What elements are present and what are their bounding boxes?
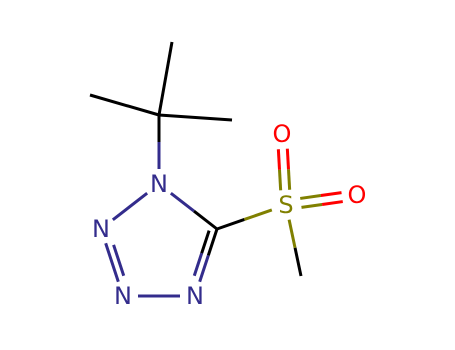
bond-s1-c_sme-a xyxy=(287,219,297,249)
bond-c5-n1-b xyxy=(169,192,195,213)
bond-c_tbu-c_me3 xyxy=(158,113,233,122)
bond-n4-c5-outer-a xyxy=(198,254,210,283)
bond-s1-o1-1-b xyxy=(285,148,290,170)
bond-s1-c_sme-b xyxy=(293,247,303,277)
bonds-layer xyxy=(89,41,343,298)
bond-s1-o1-1-a xyxy=(286,169,292,190)
bond-s1-o2-2-b xyxy=(320,191,342,198)
bond-n1-n2 xyxy=(111,192,149,221)
bond-c5-s1-a xyxy=(216,218,245,231)
bond-s1-o2-2-a xyxy=(300,194,322,200)
bond-s1-o1-2-a xyxy=(278,169,283,191)
bond-c5-s1-b xyxy=(243,208,273,221)
atom-label-o1: O xyxy=(273,120,292,148)
bond-c5-n1-a xyxy=(193,209,218,231)
bond-c_tbu-c_me1 xyxy=(89,93,160,117)
bond-n2-n3-outer xyxy=(104,242,120,283)
bond-n2-n3-inner xyxy=(112,244,126,277)
atom-label-n1: N xyxy=(150,170,168,198)
bond-s1-o1-2-b xyxy=(276,149,282,170)
bond-c_tbu-c_me2 xyxy=(157,41,174,116)
atom-label-n4: N xyxy=(186,282,204,310)
atom-label-o2: O xyxy=(348,181,367,209)
bond-s1-o2-1-b xyxy=(321,200,343,206)
atom-label-n3: N xyxy=(114,282,132,310)
atom-label-n2: N xyxy=(92,215,110,243)
atom-label-s1: S xyxy=(278,191,293,219)
bond-n4-c5-inner-b xyxy=(200,230,211,254)
bond-n4-c5-inner-a xyxy=(192,252,204,277)
bond-s1-o2-1-a xyxy=(301,202,323,209)
bond-n4-c5-outer-b xyxy=(206,228,219,256)
atom-labels-layer: N N N N S O O xyxy=(92,120,366,310)
